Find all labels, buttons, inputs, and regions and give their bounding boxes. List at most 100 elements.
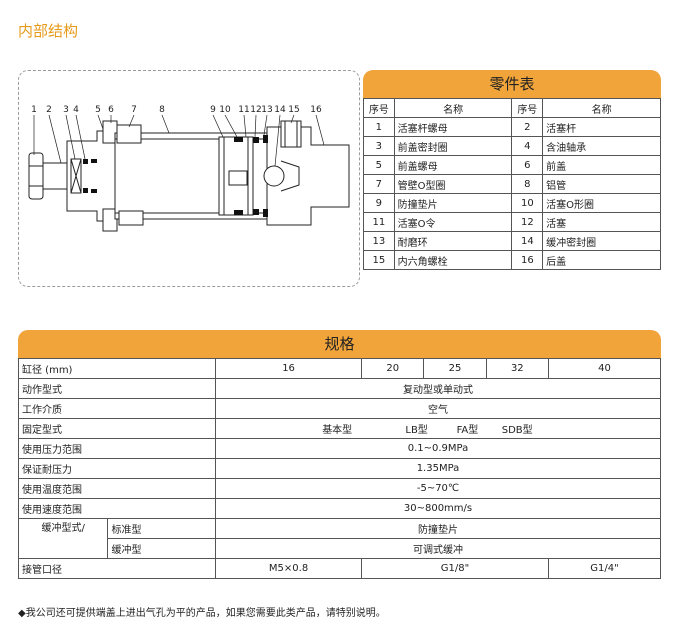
- part-no: 5: [363, 155, 395, 175]
- medium-value: 空气: [215, 398, 661, 419]
- part-name: 活塞O形圈: [542, 193, 661, 213]
- callout-3: 3: [63, 105, 69, 115]
- spec-row-temp: 使用温度范围 -5~70℃: [18, 478, 661, 499]
- part-name: 缓冲密封圈: [542, 231, 661, 251]
- proof-value: 1.35MPa: [215, 458, 661, 479]
- speed-label: 使用速度范围: [18, 498, 216, 519]
- temp-value: -5~70℃: [215, 478, 661, 499]
- spec-table-title: 规格: [18, 330, 661, 358]
- footnote: ◆我公司还可提供端盖上进出气孔为平的产品，如果您需要此类产品，请特别说明。: [18, 608, 386, 619]
- header-name: 名称: [542, 98, 661, 118]
- part-name: 前盖螺母: [393, 155, 513, 175]
- callout-4: 4: [73, 105, 79, 115]
- parts-table-title: 零件表: [363, 70, 661, 98]
- callout-9: 9: [210, 105, 216, 115]
- callout-12: 12: [250, 105, 261, 115]
- part-no: 12: [511, 212, 544, 232]
- spec-row-cushion-std: 缓冲型式/ 标准型 防撞垫片: [17, 518, 661, 559]
- callout-10: 10: [219, 105, 231, 115]
- table-row: 11 活塞O令 12 活塞: [363, 212, 661, 232]
- proof-label: 保证耐压力: [18, 458, 216, 479]
- table-row: 3 前盖密封圈 4 含油轴承: [363, 136, 661, 156]
- spec-row-port: 接管口径 M5×0.8 G1/8" G1/4": [18, 558, 662, 579]
- parts-table: 零件表 序号 名称 序号 名称 1 活塞杆螺母 2 活塞杆 3 前盖密封圈 4 …: [363, 70, 661, 270]
- speed-value: 30~800mm/s: [215, 498, 661, 519]
- part-name: 活塞O令: [393, 212, 513, 232]
- part-name: 含油轴承: [542, 136, 661, 156]
- part-name: 管壁O型圈: [393, 174, 513, 194]
- part-name: 耐磨环: [393, 231, 513, 251]
- cushion-std-label: 标准型: [107, 518, 216, 539]
- port-m5: M5×0.8: [214, 558, 363, 579]
- spec-row-mount: 固定型式 基本型 LB型 FA型 SDB型: [18, 418, 661, 439]
- mount-values: 基本型 LB型 FA型 SDB型: [215, 418, 661, 439]
- port-g14: G1/4": [547, 558, 662, 579]
- bore-20: 20: [361, 358, 425, 379]
- part-no: 3: [363, 136, 395, 156]
- spec-row-bore: 缸径 (mm) 16 20 25 32 40: [18, 358, 662, 379]
- part-no: 15: [363, 250, 395, 270]
- callout-13: 13: [261, 105, 272, 115]
- mount-fa: FA型: [456, 425, 479, 436]
- cushion-label: 缓冲型式/: [17, 518, 109, 559]
- callout-2: 2: [46, 105, 52, 115]
- action-value: 复动型或单动式: [215, 378, 661, 399]
- table-row: 9 防撞垫片 10 活塞O形圈: [363, 193, 661, 213]
- callout-14: 14: [274, 105, 286, 115]
- header-no: 序号: [511, 98, 544, 118]
- port-g18: G1/8": [361, 558, 549, 579]
- part-no: 1: [363, 117, 395, 137]
- table-row: 7 管壁O型圈 8 铝管: [363, 174, 661, 194]
- header-name: 名称: [393, 98, 513, 118]
- part-name: 活塞杆: [542, 117, 661, 137]
- spec-row-pressure: 使用压力范围 0.1~0.9MPa: [18, 438, 661, 459]
- table-row: 1 活塞杆螺母 2 活塞杆: [363, 117, 661, 137]
- cushion-std-value: 防撞垫片: [215, 518, 661, 539]
- callout-1: 1: [31, 105, 37, 115]
- section-title: 内部结构: [18, 22, 79, 40]
- cushion-adj-value: 可调式缓冲: [215, 538, 661, 559]
- part-no: 10: [511, 193, 544, 213]
- part-name: 防撞垫片: [393, 193, 513, 213]
- part-no: 14: [511, 231, 544, 251]
- bore-32: 32: [485, 358, 549, 379]
- spec-row-proof: 保证耐压力 1.35MPa: [18, 458, 661, 479]
- bore-label: 缸径 (mm): [18, 358, 216, 379]
- spec-row-speed: 使用速度范围 30~800mm/s: [18, 498, 661, 519]
- port-label: 接管口径: [18, 558, 216, 579]
- spec-table: 规格 缸径 (mm) 16 20 25 32 40 动作型式 复动型或单动式 工…: [17, 330, 662, 579]
- mount-label: 固定型式: [18, 418, 216, 439]
- callout-15: 15: [288, 105, 299, 115]
- part-no: 6: [511, 155, 544, 175]
- part-name: 铝管: [542, 174, 661, 194]
- part-no: 7: [363, 174, 395, 194]
- callout-5: 5: [95, 105, 101, 115]
- callout-6: 6: [108, 105, 114, 115]
- medium-label: 工作介质: [18, 398, 216, 419]
- callout-16: 16: [310, 105, 322, 115]
- action-label: 动作型式: [18, 378, 216, 399]
- cylinder-cross-section-diagram: 1 2 3 4 5 6 7 8 9 10 11 12 13 14 15 16: [18, 70, 360, 287]
- cushion-adj-label: 缓冲型: [107, 538, 216, 559]
- cylinder-drawing: 1 2 3 4 5 6 7 8 9 10 11 12 13 14 15 16: [28, 105, 350, 232]
- spec-row-medium: 工作介质 空气: [18, 398, 661, 419]
- bore-16: 16: [214, 358, 363, 379]
- part-no: 8: [511, 174, 544, 194]
- part-no: 4: [511, 136, 544, 156]
- part-no: 16: [511, 250, 544, 270]
- parts-table-header: 序号 名称 序号 名称: [363, 98, 661, 118]
- part-name: 前盖: [542, 155, 661, 175]
- part-name: 内六角螺栓: [393, 250, 513, 270]
- part-no: 13: [363, 231, 395, 251]
- part-no: 2: [511, 117, 544, 137]
- mount-lb: LB型: [405, 425, 428, 436]
- callout-8: 8: [159, 105, 165, 115]
- part-name: 前盖密封圈: [393, 136, 513, 156]
- part-no: 11: [363, 212, 395, 232]
- temp-label: 使用温度范围: [18, 478, 216, 499]
- table-row: 5 前盖螺母 6 前盖: [363, 155, 661, 175]
- callout-11: 11: [238, 105, 249, 115]
- part-name: 活塞杆螺母: [393, 117, 513, 137]
- bore-25: 25: [423, 358, 487, 379]
- pressure-label: 使用压力范围: [18, 438, 216, 459]
